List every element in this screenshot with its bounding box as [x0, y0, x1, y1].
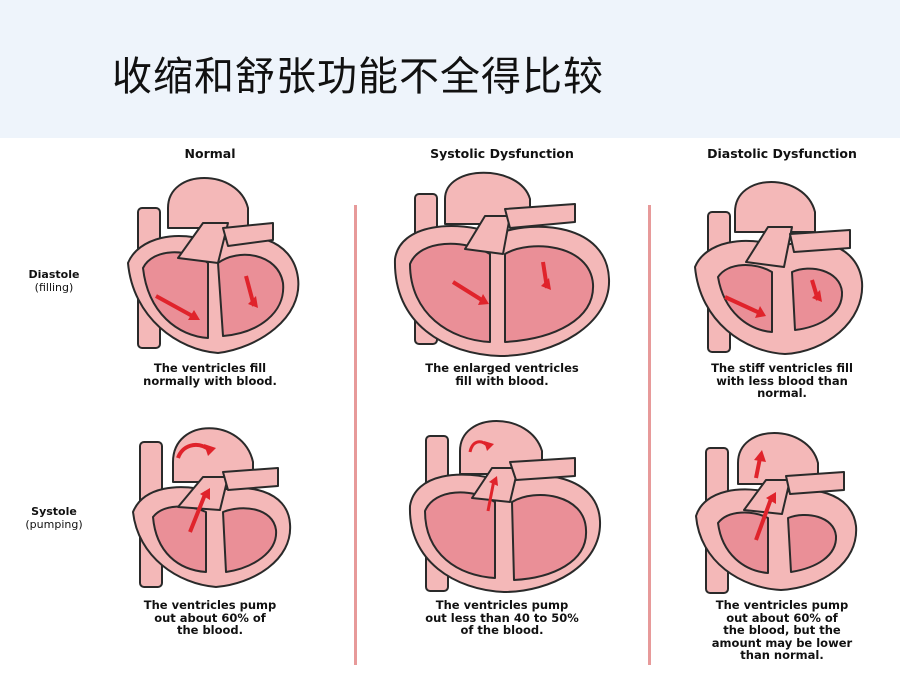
heart-systolic-diastole [393, 171, 611, 357]
row-label-diastole-title: Diastole [28, 268, 80, 281]
row-label-systole: Systole (pumping) [14, 505, 94, 531]
title-bar [0, 0, 900, 138]
row-label-systole-title: Systole [31, 505, 77, 518]
caption-systolic-systole: The ventricles pump out less than 40 to … [425, 598, 579, 637]
heart-diastolic-systole [695, 432, 858, 594]
caption-diastolic-systole: The ventricles pump out about 60% of the… [711, 598, 853, 662]
heart-normal-diastole [127, 177, 300, 354]
column-header-systolic: Systolic Dysfunction [430, 146, 574, 161]
caption-normal-diastole: The ventricles fill normally with blood. [143, 361, 277, 388]
divider-left [354, 205, 357, 665]
row-label-diastole-sub: (filling) [34, 281, 74, 294]
caption-normal-systole: The ventricles pump out about 60% of the… [143, 598, 277, 637]
row-label-diastole: Diastole (filling) [14, 268, 94, 294]
caption-diastolic-diastole: The stiff ventricles fill with less bloo… [711, 361, 853, 400]
row-label-systole-sub: (pumping) [25, 518, 83, 531]
divider-right [648, 205, 651, 665]
heart-systolic-systole [408, 420, 602, 593]
column-header-diastolic: Diastolic Dysfunction [707, 146, 857, 161]
heart-diastolic-diastole [694, 181, 864, 355]
caption-systolic-diastole: The enlarged ventricles fill with blood. [425, 361, 579, 388]
page-title: 收缩和舒张功能不全得比较 [112, 54, 604, 100]
heart-normal-systole [132, 427, 292, 588]
column-header-normal: Normal [184, 146, 236, 161]
